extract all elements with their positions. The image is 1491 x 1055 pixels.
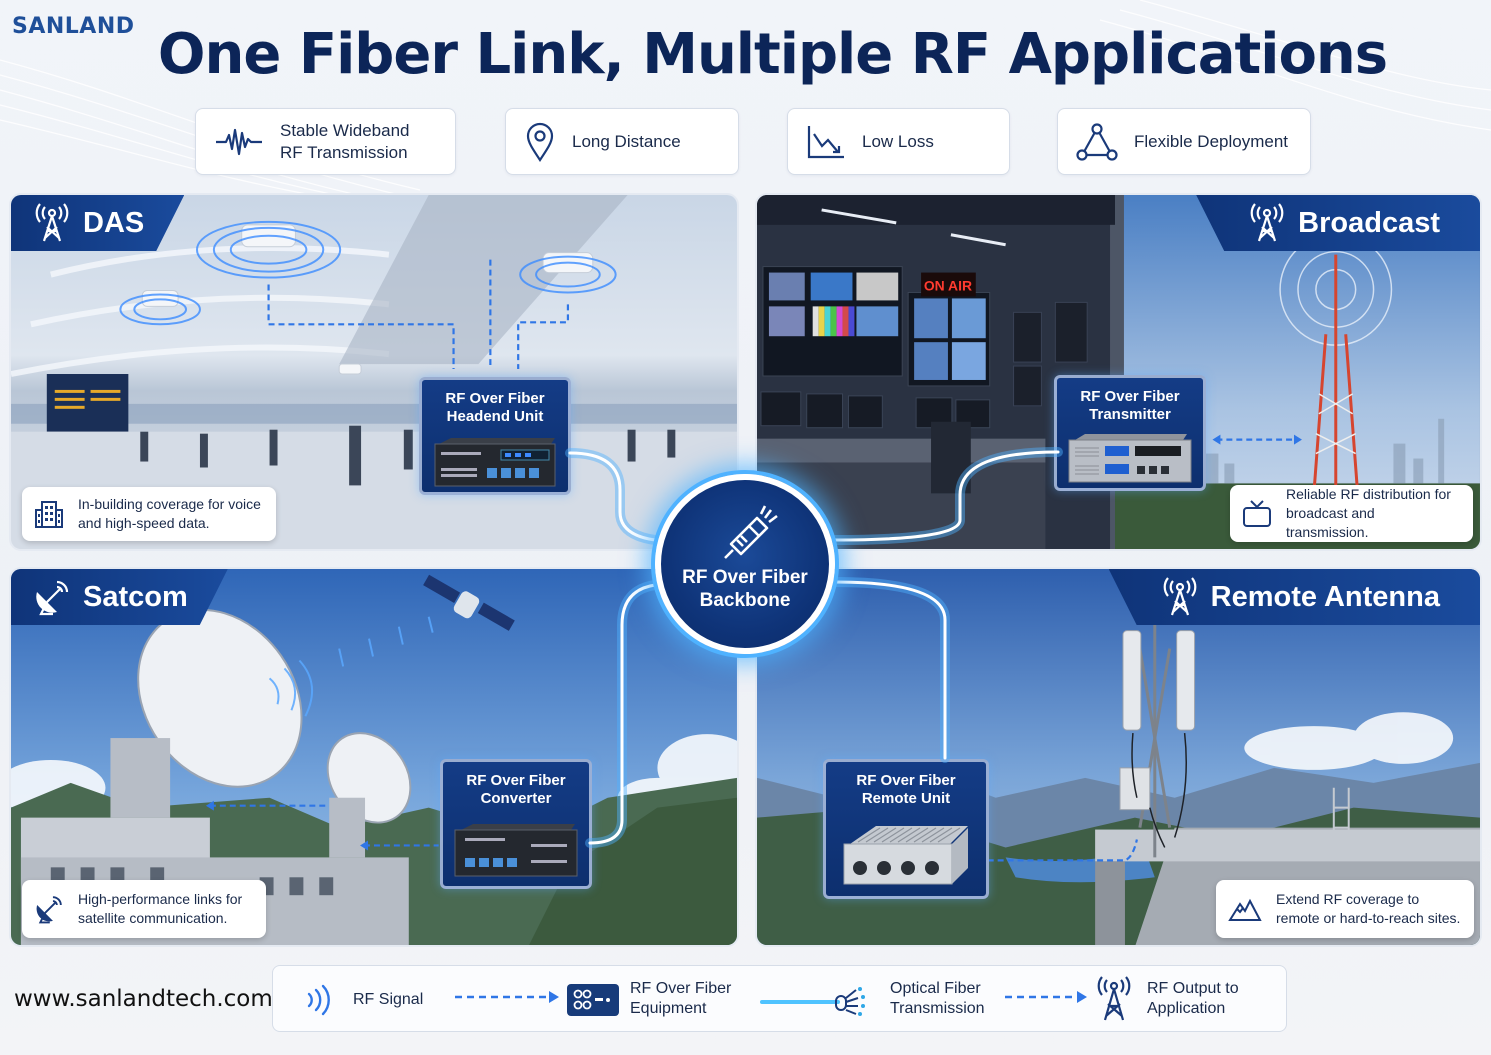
panel-broadcast: ON AIR Broadcast RF Over Fiber Transmitt… (755, 193, 1482, 551)
satellite-dish-icon (33, 578, 71, 616)
declining-chart-icon (807, 125, 844, 158)
feature-flexible-deployment: Flexible Deployment (1057, 108, 1311, 175)
dashed-arrow-icon (455, 991, 559, 1003)
panel-remote-antenna-tag: Remote Antenna (1108, 569, 1480, 625)
tv-icon (1242, 499, 1271, 527)
panel-broadcast-tag: Broadcast (1196, 195, 1480, 251)
satellite-dish-icon (36, 896, 62, 924)
dashed-arrow-icon (1005, 991, 1087, 1003)
transmitter-image (1068, 434, 1192, 483)
headend-unit-card: RF Over Fiber Headend Unit (419, 377, 571, 495)
website-url[interactable]: www.sanlandtech.com (14, 986, 273, 1012)
panel-das-tag: DAS (11, 195, 184, 251)
page-title: One Fiber Link, Multiple RF Applications (157, 22, 1388, 87)
remote-unit-card: RF Over Fiber Remote Unit (823, 759, 989, 899)
satellite-image (423, 574, 515, 631)
panel-remote-antenna: Remote Antenna RF Over Fiber Remote Unit… (755, 567, 1482, 947)
antenna-tower-icon (33, 203, 71, 243)
mountain-icon (1228, 898, 1262, 921)
rf-signal-icon (307, 984, 330, 1016)
antenna-tower-icon (1163, 577, 1196, 616)
transmitter-card: RF Over Fiber Transmitter (1054, 375, 1206, 491)
headend-unit-image (434, 438, 556, 487)
optical-fiber-icon (760, 987, 865, 1016)
location-pin-icon (526, 122, 554, 162)
converter-image (454, 824, 578, 877)
rf-over-fiber-backbone-hub: RF Over Fiber Backbone (655, 474, 835, 654)
feature-long-distance: Long Distance (505, 108, 739, 175)
fiber-connector-icon (724, 505, 778, 559)
legend-rf-signal: RF Signal (353, 991, 424, 1008)
on-air-sign: ON AIR (924, 277, 972, 293)
waveform-icon (216, 128, 262, 155)
brand-logo: SANLAND (12, 14, 135, 39)
panel-das: DAS RF Over Fiber Headend Unit In-buildi… (9, 193, 739, 551)
remote-unit-image (843, 826, 968, 885)
panel-satcom: Satcom RF Over Fiber Converter High-perf… (9, 567, 739, 947)
network-triangle-icon (1076, 122, 1118, 161)
panel-satcom-tag: Satcom (11, 569, 228, 625)
equipment-icon (567, 984, 619, 1016)
converter-card: RF Over Fiber Converter (440, 759, 592, 889)
building-icon (35, 501, 63, 528)
antenna-tower-icon (1250, 203, 1284, 242)
feature-low-loss: Low Loss (787, 108, 1010, 175)
antenna-tower-icon (1097, 976, 1131, 1021)
